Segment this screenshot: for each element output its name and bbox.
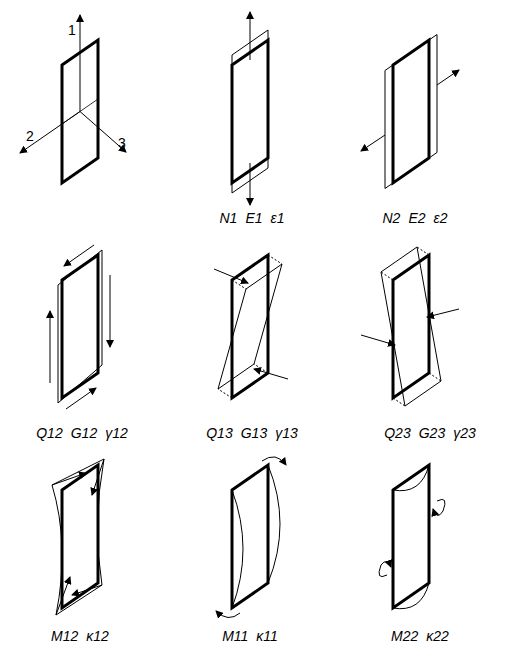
tension-2-panel [361,35,459,189]
caption-group: N1 E1 ε1 [220,210,285,226]
caption-group: Q12 G12 γ12 [36,425,128,441]
quantity-symbol: M12 [51,628,78,644]
caption-group: Q13 G13 γ13 [206,425,298,441]
twisting-panel [52,459,104,615]
quantity-symbol: γ12 [105,425,128,441]
axes-panel [20,15,126,183]
caption-group: Q23 G23 γ23 [384,425,476,441]
quantity-symbol: E1 [245,210,262,226]
quantity-symbol: M22 [391,628,418,644]
axis-number: 2 [26,128,34,144]
bending-11-panel [216,457,286,618]
quantity-symbol: κ11 [256,628,278,644]
quantity-symbol: ε2 [434,210,448,226]
quantity-symbol: N2 [383,210,401,226]
transverse-shear-13-panel [214,255,288,398]
quantity-symbol: N1 [220,210,238,226]
bending-22-panel [379,465,445,609]
quantity-symbol: γ23 [453,425,476,441]
caption-group: N2 E2 ε2 [383,210,448,226]
quantity-symbol: κ22 [426,628,449,644]
quantity-symbol: G23 [419,425,445,441]
tension-1-panel [232,12,268,205]
quantity-symbol: Q23 [384,425,410,441]
caption-group: M22 κ22 [391,628,449,644]
quantity-symbol: Q12 [36,425,62,441]
caption-group: M12 κ12 [51,628,109,644]
quantity-symbol: G12 [71,425,97,441]
quantity-symbol: κ12 [86,628,109,644]
quantity-symbol: E2 [408,210,425,226]
quantity-symbol: G13 [241,425,267,441]
caption-group: M11 κ11 [222,628,278,644]
quantity-symbol: ε1 [271,210,285,226]
axis-number: 3 [118,135,126,151]
in-plane-shear-panel [50,245,110,409]
quantity-symbol: M11 [222,628,248,644]
quantity-symbol: Q13 [206,425,232,441]
axis-number: 1 [68,22,76,38]
transverse-shear-23-panel [361,247,459,406]
quantity-symbol: γ13 [275,425,298,441]
